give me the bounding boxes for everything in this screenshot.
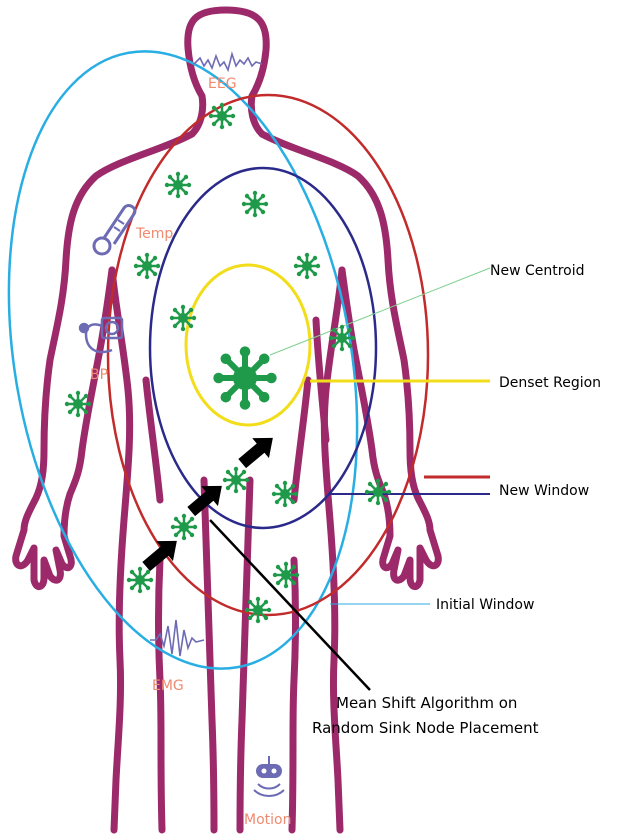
sensor-node-icon — [329, 325, 355, 351]
arrow-icon — [234, 428, 281, 474]
sensor-node-icon — [165, 172, 191, 198]
caption-line-2: Random Sink Node Placement — [312, 719, 539, 737]
sensor-node-icon — [134, 253, 160, 279]
sensor-node-icon — [209, 103, 235, 129]
sensor-node-icon — [245, 597, 271, 623]
sensor-node-icon — [273, 562, 299, 588]
sensor-node-icon — [171, 514, 197, 540]
bp-label: BP — [90, 367, 108, 383]
new-centroid-label: New Centroid — [490, 263, 585, 279]
new-window-label: New Window — [499, 483, 589, 499]
denset-region-label: Denset Region — [499, 375, 601, 391]
sensor-node-icon — [127, 567, 153, 593]
temp-label: Temp — [135, 226, 173, 242]
sensor-node-icon — [272, 481, 298, 507]
brainwave-icon — [194, 54, 262, 70]
sensor-node-icon — [223, 467, 249, 493]
motion-label: Motion — [244, 812, 291, 828]
sensor-node-icon — [294, 253, 320, 279]
initial-window-label: Initial Window — [436, 597, 534, 613]
sensor-node-icon — [242, 191, 268, 217]
motion-sensor-icon — [254, 756, 284, 796]
eeg-label: EEG — [208, 76, 237, 92]
emg-label: EMG — [152, 678, 184, 694]
sensor-node-icon — [65, 391, 91, 417]
centroid-node-icon — [213, 346, 276, 409]
caption-leader — [210, 520, 370, 690]
new-window-red-ellipse — [108, 95, 428, 615]
caption-line-1: Mean Shift Algorithm on — [336, 694, 517, 712]
sensor-node-icon — [365, 479, 391, 505]
sensor-node-icon — [170, 305, 196, 331]
